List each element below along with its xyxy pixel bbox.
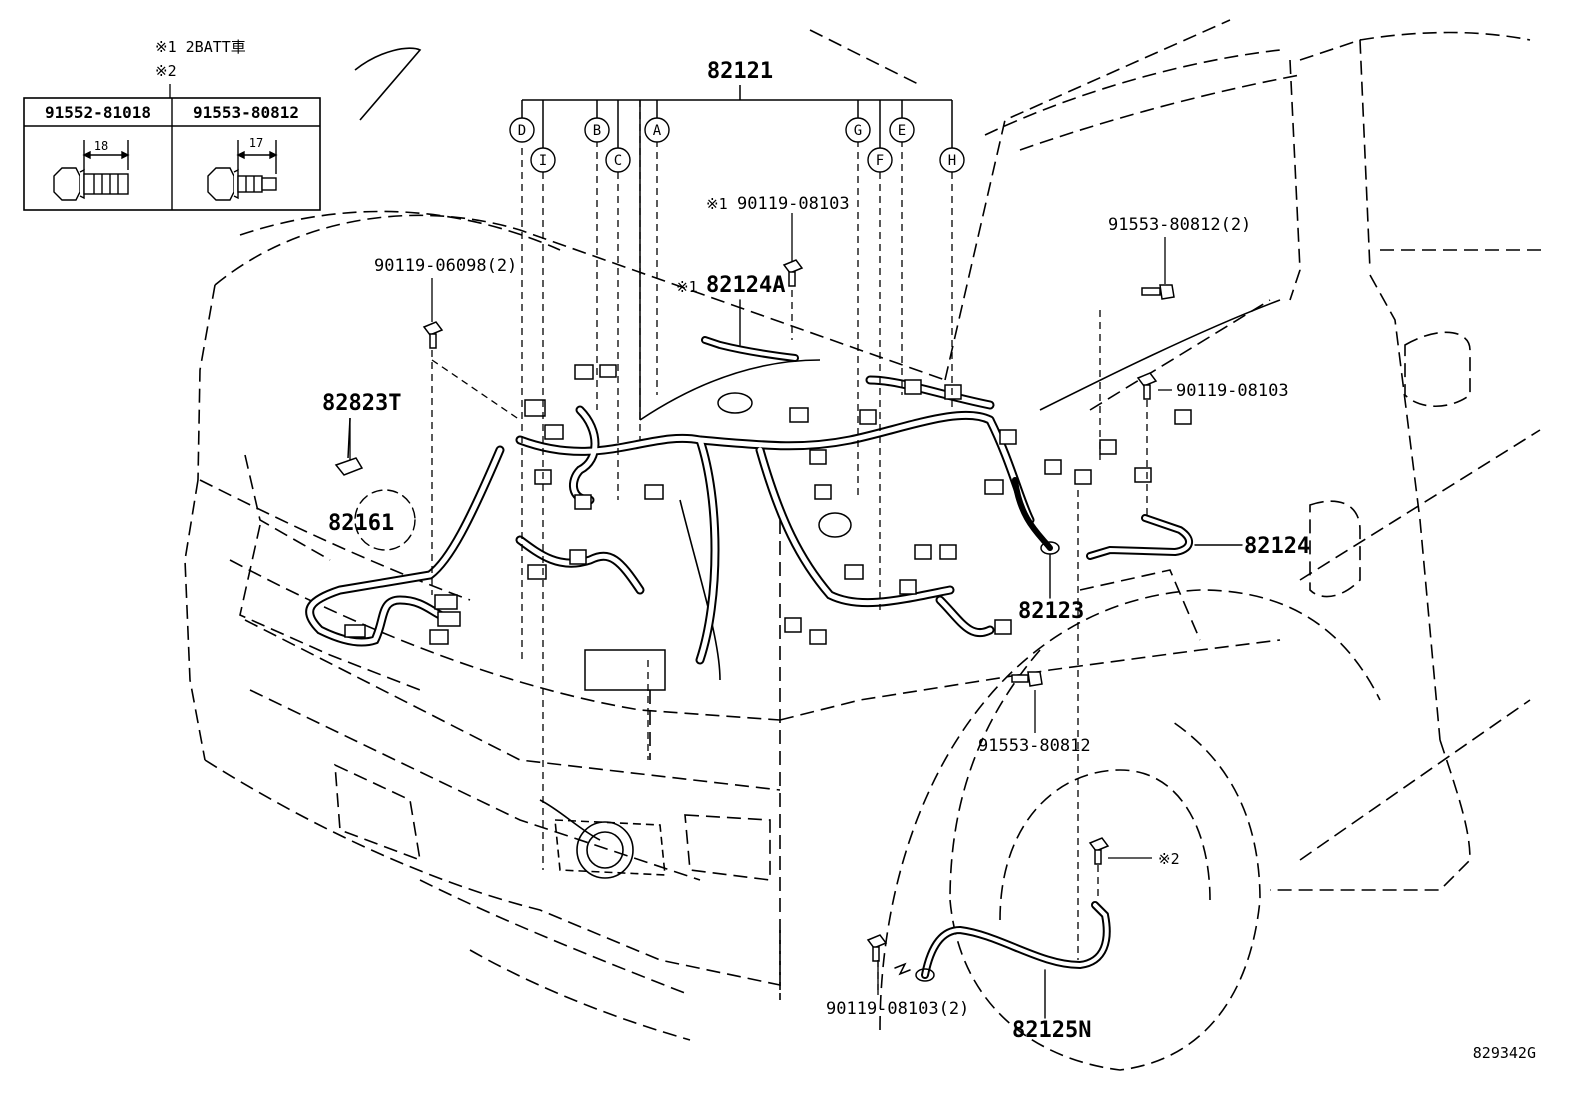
callout-D-circle <box>509 117 535 143</box>
part-label-82124: 82124 <box>1244 534 1310 559</box>
callout-G: G <box>854 123 862 139</box>
part-label-82161: 82161 <box>328 511 394 536</box>
mark-1-harness: ※1 <box>676 278 698 296</box>
callout-C-circle <box>605 147 631 173</box>
legend-note-2: ※2 <box>155 62 177 80</box>
part-leaders <box>349 213 1172 995</box>
legend-note-1: ※1 2BATT車 <box>155 38 246 56</box>
legend-col1-length: 18 <box>94 139 108 153</box>
harness-82124A <box>701 299 799 362</box>
fastener-legend: ※1 2BATT車 ※2 91552-81018 91553-80812 18 <box>23 38 321 211</box>
part-label-90119-08103-top: 90119-08103 <box>737 194 850 214</box>
harness-82124 <box>1086 514 1243 560</box>
bolt-icon <box>866 934 888 962</box>
part-label-82121: 82121 <box>707 59 773 84</box>
part-label-82125N: 82125N <box>1012 1018 1091 1043</box>
callout-C: C <box>614 153 622 169</box>
bolt-icon <box>782 259 804 287</box>
vehicle-outline <box>184 19 1545 1071</box>
bolt-icons <box>422 259 1175 962</box>
part-label-82823T: 82823T <box>322 391 401 416</box>
part-label-91553-80812: 91553-80812 <box>978 736 1091 756</box>
callout-A-circle <box>644 117 670 143</box>
harness-82123 <box>1012 477 1060 599</box>
mark-2-bolt: ※2 <box>1158 850 1180 868</box>
legend-col1-part: 91552-81018 <box>45 103 151 122</box>
callout-I: I <box>539 153 547 169</box>
part-label-90119-08103-right: 90119-08103 <box>1176 381 1289 401</box>
callout-A: A <box>653 123 662 139</box>
part-label-91553-80812-2: 91553-80812(2) <box>1108 215 1251 235</box>
callout-H-circle <box>939 147 965 173</box>
leader-lines <box>431 100 1148 990</box>
flange-bolt-icon <box>53 140 130 201</box>
bracket-82823T <box>334 417 364 476</box>
callout-E-circle <box>889 117 915 143</box>
bolt-icon <box>1088 837 1110 865</box>
callout-E: E <box>898 123 906 139</box>
legend-col2-part: 91553-80812 <box>193 103 299 122</box>
legend-col2-length: 17 <box>249 136 263 150</box>
callout-F-circle <box>867 147 893 173</box>
mark-1-top: ※1 <box>706 195 728 213</box>
bolt-icon <box>1011 671 1043 687</box>
bolt-icon <box>1141 284 1175 300</box>
bolt-icon <box>422 321 444 349</box>
bolt-icon <box>1136 372 1158 400</box>
harness-82161 <box>305 445 505 647</box>
callout-circles <box>509 117 965 173</box>
flange-bolt-icon <box>207 140 278 201</box>
callout-H: H <box>948 153 956 169</box>
callout-G-circle <box>845 117 871 143</box>
part-82121-bracket <box>521 85 953 420</box>
harness-82125N <box>894 901 1111 1019</box>
part-label-82124A: 82124A <box>706 273 785 298</box>
callout-D: D <box>518 123 526 139</box>
callout-I-circle <box>530 147 556 173</box>
callout-F: F <box>876 153 884 169</box>
part-label-82123: 82123 <box>1018 599 1084 624</box>
harness-82121 <box>515 364 1192 691</box>
part-label-90119-06098: 90119-06098(2) <box>374 256 517 276</box>
part-label-90119-08103-2: 90119-08103(2) <box>826 999 969 1019</box>
callout-B-circle <box>584 117 610 143</box>
illustration-code: 829342G <box>1473 1044 1536 1062</box>
callout-B: B <box>593 123 601 139</box>
